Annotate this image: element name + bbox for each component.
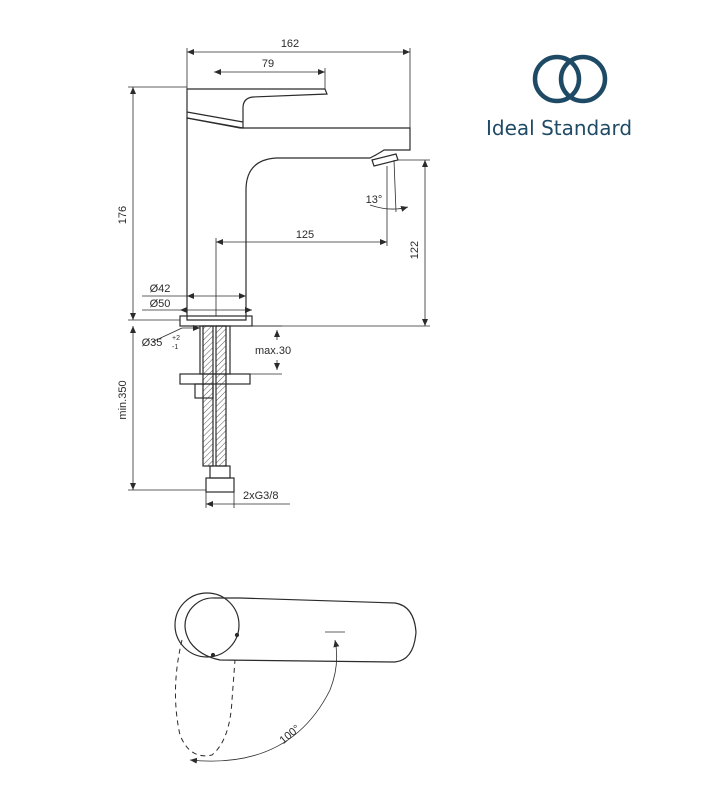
dim-g38: 2xG3/8 xyxy=(243,490,278,502)
connector xyxy=(205,477,235,493)
dim-13-deg: 13° xyxy=(366,194,383,206)
brand-name: Ideal Standard xyxy=(486,116,633,140)
dimension-labels: 162 79 176 125 122 13° Ø42 Ø50 Ø35 +2 -1… xyxy=(117,38,421,502)
fixing-plate xyxy=(179,373,251,385)
dim-d35-minus: -1 xyxy=(172,344,178,351)
connector-top xyxy=(209,465,231,479)
dim-100-deg: 100° xyxy=(277,723,302,747)
dimension-lines xyxy=(128,48,430,508)
brand-logo-icon xyxy=(532,54,608,104)
faucet-handle xyxy=(186,88,328,129)
nut xyxy=(194,383,214,399)
lever-outline xyxy=(184,597,417,663)
hose-left xyxy=(202,325,214,467)
dim-max30: max.30 xyxy=(255,345,291,357)
top-view xyxy=(174,592,417,764)
dim-d35-plus: +2 xyxy=(172,335,180,342)
base-plate xyxy=(179,315,253,327)
dim-125: 125 xyxy=(296,229,314,241)
dim-d50: Ø50 xyxy=(150,298,171,310)
dim-176: 176 xyxy=(117,206,129,224)
dim-79: 79 xyxy=(262,58,274,70)
dim-122: 122 xyxy=(409,241,421,259)
faucet-body xyxy=(186,117,411,321)
rotation-arc xyxy=(189,639,340,764)
hose-right xyxy=(215,325,227,467)
dim-min350: min.350 xyxy=(117,380,129,419)
side-view xyxy=(179,88,411,493)
dim-d42: Ø42 xyxy=(150,283,171,295)
dim-d35: Ø35 xyxy=(142,337,163,349)
dim-162: 162 xyxy=(281,38,299,50)
